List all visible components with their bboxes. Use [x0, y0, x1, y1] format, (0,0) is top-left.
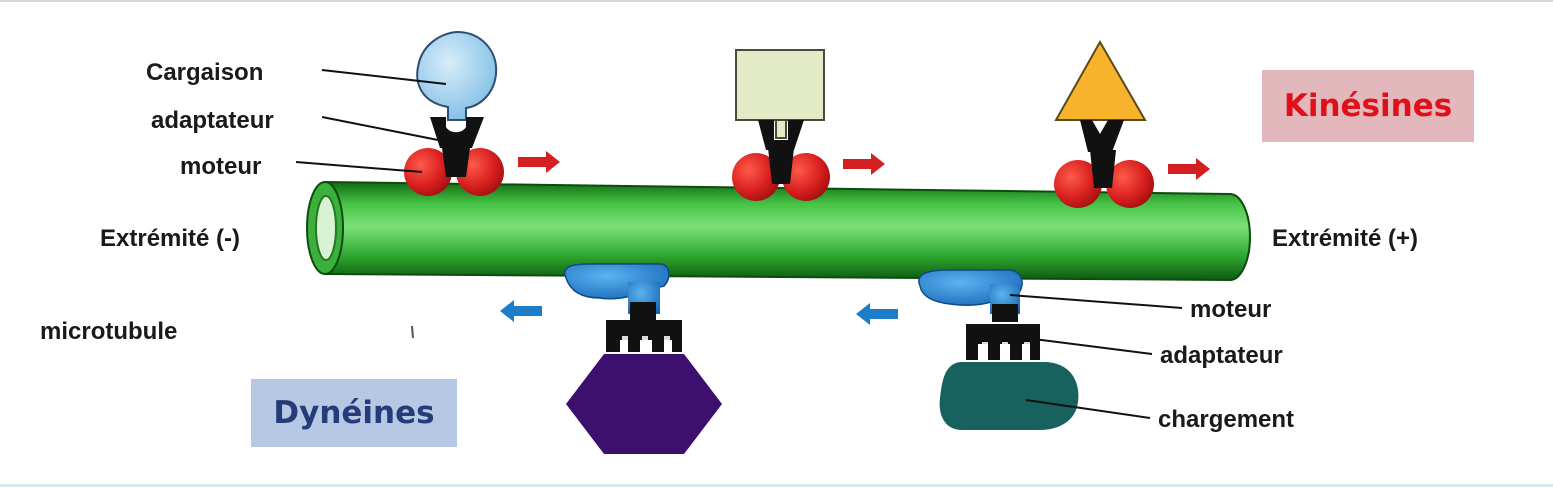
dynein-arrows: [500, 300, 898, 325]
dynein-blob-cargo: [918, 269, 1079, 430]
speck-mark: [411, 325, 414, 339]
leader-lines: [295, 69, 1183, 419]
label-microtubule: microtubule: [40, 318, 178, 345]
microtubule-tube: [306, 180, 1251, 282]
label-chargement: chargement: [1158, 406, 1295, 433]
dyneines-badge: Dynéines: [251, 379, 457, 447]
bottom-border: [0, 484, 1553, 487]
label-cargaison: Cargaison: [146, 59, 264, 86]
label-extremite-minus: Extrémité (-): [100, 225, 241, 252]
label-adaptateur-top: adaptateur: [151, 107, 274, 134]
dynein-hexagon-cargo: [564, 263, 722, 454]
kinesin-arrows: [518, 151, 1210, 180]
kinesin-round-cargo: [404, 30, 504, 196]
kinesines-badge: Kinésines: [1262, 70, 1474, 142]
label-moteur-top: moteur: [180, 153, 262, 180]
kinesin-triangle-cargo: [1054, 39, 1154, 208]
label-adaptateur-bottom: adaptateur: [1160, 342, 1283, 369]
label-extremite-plus: Extrémité (+): [1272, 225, 1419, 252]
label-moteur-bottom: moteur: [1190, 296, 1272, 323]
kinesin-square-cargo: [732, 49, 830, 201]
